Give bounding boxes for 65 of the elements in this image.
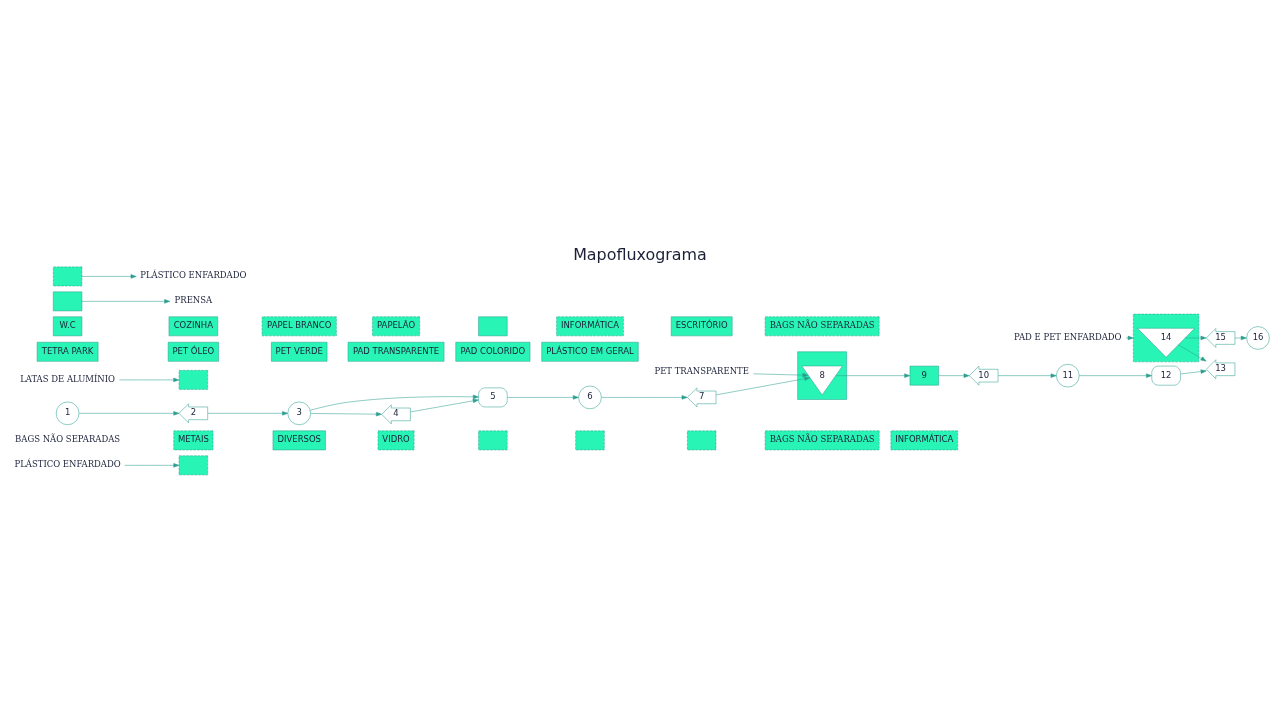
node-text: PET TRANSPARENTE <box>654 366 749 377</box>
arrow <box>1234 335 1247 341</box>
node-box <box>53 266 83 287</box>
label: BAGS NÃO SEPARADAS <box>15 434 121 445</box>
node-text: PLÁSTICO ENFARDADO <box>14 459 121 470</box>
node-box: PAD TRANSPARENTE <box>347 341 445 362</box>
arrow <box>1125 335 1134 341</box>
arrow <box>1185 335 1207 341</box>
node-circle: 1 <box>55 401 80 425</box>
arrow <box>81 299 171 304</box>
arrow <box>1079 373 1152 378</box>
node-box: INFORMÁTICA <box>556 316 624 337</box>
node-box: PLÁSTICO EM GERAL <box>541 341 639 362</box>
node-box <box>478 316 508 337</box>
arrow <box>1178 344 1207 362</box>
node-circle: 6 <box>578 385 602 410</box>
node-box: METAIS <box>173 430 214 451</box>
diagram-title: Mapofluxograma <box>573 244 707 264</box>
cluster <box>797 351 847 400</box>
node-box: 9 <box>909 365 939 386</box>
node-box <box>178 370 208 390</box>
arrow <box>81 274 137 279</box>
node-box: ESCRITÓRIO <box>670 316 733 337</box>
arrow <box>124 463 180 468</box>
node-circle: 3 <box>287 401 311 425</box>
node-box: COZINHA <box>168 316 219 337</box>
node-box: W.C <box>53 316 83 337</box>
node-circle: 16 <box>1246 326 1270 350</box>
arrow <box>119 377 180 383</box>
node-box: PAPELÃO <box>372 316 420 337</box>
node-box <box>687 430 717 451</box>
node-circle: 11 <box>1056 363 1080 388</box>
node-box: PET ÓLEO <box>167 341 219 362</box>
node-box: BAGS NÃO SEPARADAS <box>764 316 880 337</box>
arrow <box>715 376 811 396</box>
node-box: PET VERDE <box>271 341 328 362</box>
arrow <box>753 373 809 378</box>
node-box: PAPEL BRANCO <box>261 316 337 337</box>
arrow <box>997 373 1057 378</box>
node-text: PAD E PET ENFARDADO <box>1014 332 1122 342</box>
node-box <box>53 291 83 312</box>
node-box: BAGS NÃO SEPARADAS <box>764 430 880 451</box>
node-box: PAD COLORIDO <box>455 341 531 362</box>
node-box: INFORMÁTICA <box>890 430 958 451</box>
node-box <box>478 430 508 451</box>
arrow <box>410 398 479 413</box>
node-text: PLÁSTICO ENFARDADO <box>140 270 247 281</box>
node-box <box>178 455 208 476</box>
arrow <box>1180 369 1207 375</box>
arrow <box>601 395 688 400</box>
arrow <box>507 395 579 400</box>
arrow <box>310 412 382 417</box>
node-box: DIVERSOS <box>272 430 326 451</box>
arrow <box>938 373 970 378</box>
arrow <box>835 373 911 378</box>
node-box: 12 <box>1151 365 1181 386</box>
node-text: LATAS DE ALUMÍNIO <box>20 373 116 384</box>
arrow <box>310 394 479 411</box>
node-text: PRENSA <box>174 295 213 306</box>
node-box: 5 <box>478 387 508 408</box>
node-box <box>575 430 605 451</box>
arrow <box>207 411 288 416</box>
arrow <box>78 411 180 416</box>
node-box: VIDRO <box>377 430 415 451</box>
node-box: TETRA PARK <box>36 341 99 362</box>
